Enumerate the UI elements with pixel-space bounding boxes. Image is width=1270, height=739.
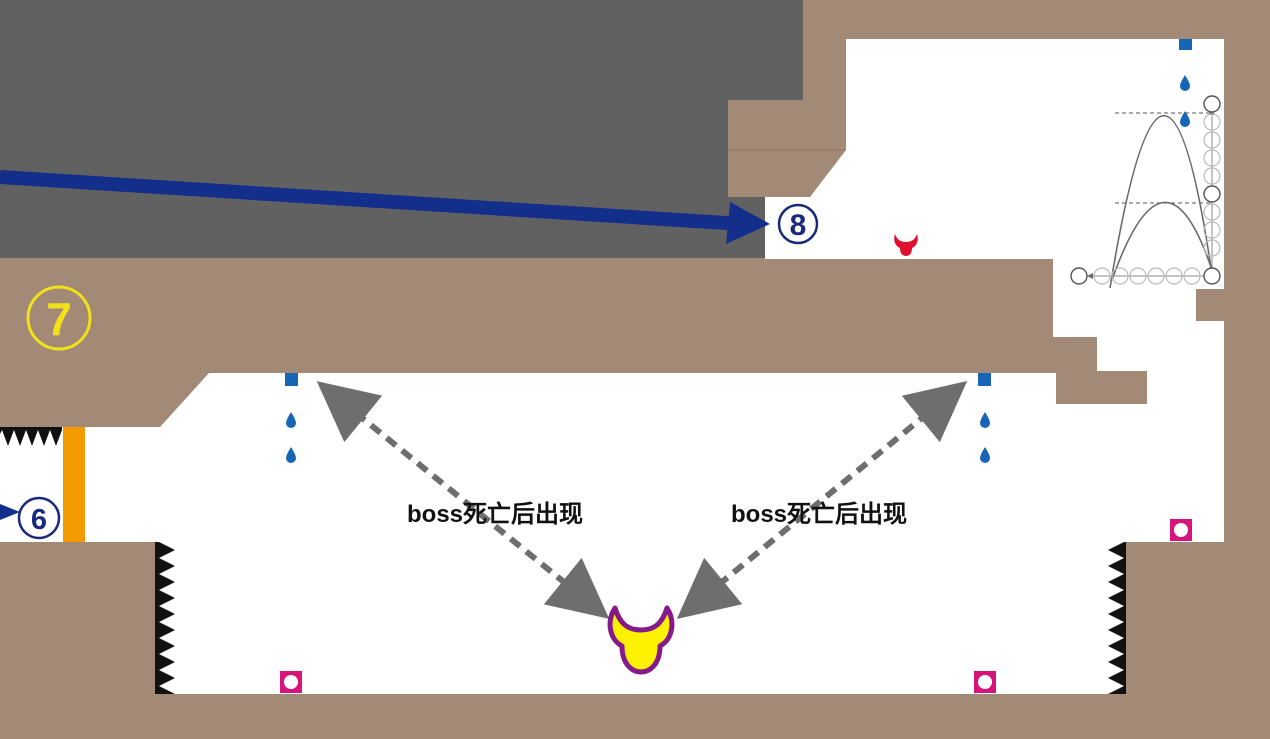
spawn-arrow-right [676,380,968,620]
spawn-note-left: boss死亡后出现 [407,501,584,528]
room-marker-6-ring [17,496,61,540]
wall-step-c [1196,289,1224,321]
wall-step-b [1053,337,1097,373]
orange-gate [63,427,85,542]
spawn-note-right: boss死亡后出现 [731,501,908,528]
water-drop-icon [980,447,990,463]
water-drop-icon [286,447,296,463]
horned-boss-icon[interactable] [607,605,675,675]
jump-trajectory-diagram [1070,95,1221,289]
water-drop-icon [286,412,296,428]
wall-block-left [728,150,808,197]
wall-block-top [728,100,846,150]
water-dispenser-icon [1179,39,1192,50]
route-arrow-line [0,170,743,231]
water-drop-icon [980,412,990,428]
room-marker-8-ring [777,203,819,245]
room-marker-7-ring [26,285,92,351]
right-wall-spikes-icon [1108,542,1126,694]
pink-ring-block-icon [1170,519,1192,541]
room-marker-8[interactable]: 8 [790,209,807,242]
entry-arrow-6 [0,504,20,520]
water-dispenser-icon [285,373,298,386]
pink-ring-block-icon [280,671,302,693]
room-marker-7[interactable]: 7 [46,293,72,345]
spawn-arrow-left [316,381,610,619]
wall-step-a [1056,371,1147,404]
left-wall-spikes-icon [155,542,175,694]
room-8-floor [765,39,1224,542]
water-dispenser-icon [978,373,991,386]
water-drop-icon [1180,111,1190,127]
water-drop-icon [1180,75,1190,91]
room-marker-6[interactable]: 6 [31,504,47,536]
pink-ring-block-icon [974,671,996,693]
horned-minion-icon[interactable] [894,234,918,256]
route-arrow-head [726,202,770,244]
ceiling-spikes-icon [0,427,62,446]
